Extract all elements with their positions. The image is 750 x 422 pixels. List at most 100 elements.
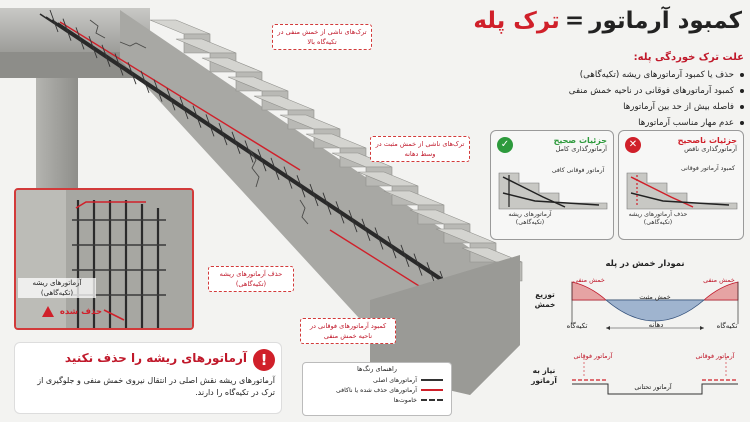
stirrup [296, 175, 306, 198]
legend-label: آرماتورهای حذف شده یا ناکافی [336, 386, 417, 394]
support-right-label: تکیه‌گاه [716, 322, 738, 330]
inset-label: آرماتورهای ریشه (تکیه‌گاهی) [18, 278, 96, 298]
top-rebar-left-label: آرماتور فوقانی [573, 352, 613, 360]
stirrup [153, 79, 163, 102]
stirrup [374, 227, 384, 250]
cause-item: کمبود آرماتورهای فوقانی در ناحیه خمش منف… [482, 83, 744, 99]
deficient-rebar [59, 21, 301, 171]
title-part2: ترک پله [473, 8, 560, 34]
bottom-landing [370, 255, 520, 395]
stirrup [387, 236, 397, 259]
stirrup [114, 53, 124, 76]
stirrup [140, 70, 150, 94]
warning-box: ! آرماتورهای ریشه را حذف نکنید آرماتورها… [14, 342, 282, 414]
cross-icon: ✕ [625, 137, 641, 153]
stirrup [179, 96, 189, 120]
neg-right-label: خمش منفی [703, 276, 735, 284]
top-landing [0, 8, 150, 52]
cause-item: حذف یا کمبود آرماتورهای ریشه (تکیه‌گاهی) [482, 67, 744, 83]
cause-item: عدم مهار مناسب آرماتورها [482, 115, 744, 131]
correct-root-label: آرماتورهای ریشه (تکیه‌گاهی) [508, 211, 552, 226]
warning-heading: آرماتورهای ریشه را حذف نکنید [64, 351, 247, 365]
wrong-detail-box: ✕ جزئیات ناصحیح آرماتورگذاری ناقص کمبود … [618, 130, 744, 240]
warning-body: آرماتورهای ریشه نقش اصلی در انتقال نیروی… [37, 376, 275, 397]
callout-roots-removed: حذف آرماتورهای ریشه (تکیه‌گاهی) [208, 266, 294, 292]
wrong-section [626, 172, 738, 210]
main-rebar [39, 13, 471, 301]
legend-label: خاموت‌ها [393, 396, 417, 404]
stirrup [166, 88, 176, 111]
stirrup [361, 218, 371, 241]
stirrup [205, 114, 215, 137]
stair-tread [149, 19, 211, 35]
legend-title: راهنمای رنگ‌ها [357, 365, 397, 373]
stirrup [400, 244, 410, 268]
top-rebar-right-label: آرماتور فوقانی [695, 352, 735, 360]
stirrup [309, 183, 319, 207]
need-label: نیاز به آرماتور [531, 366, 557, 385]
span-label: دهانه [648, 321, 664, 329]
callout-top-lacking: کمبود آرماتورهای فوقانی در ناحیه خمش منف… [300, 318, 396, 344]
moment-row-label: توزیع خمش [534, 290, 556, 309]
wrong-root-label: حذف آرماتورهای ریشه (تکیه‌گاهی) [628, 211, 688, 226]
correct-section [498, 172, 608, 210]
support-left-label: تکیه‌گاه [566, 322, 588, 330]
correct-sub: آرماتورگذاری کامل [555, 145, 607, 153]
stirrup [127, 62, 137, 85]
crack-lines [89, 19, 309, 225]
stirrup [283, 166, 293, 189]
stirrup [426, 262, 436, 285]
causes-heading: علت ترک خوردگی پله: [633, 52, 744, 63]
legend-label: آرماتورهای اصلی [373, 376, 417, 384]
legend: راهنمای رنگ‌ها آرماتورهای اصلی آرماتورها… [302, 362, 452, 416]
causes-list: علت ترک خوردگی پله: حذف یا کمبود آرماتور… [482, 52, 744, 131]
stirrup [49, 9, 59, 33]
page-title: کمبود آرماتور = ترک پله [452, 8, 742, 42]
title-part1: کمبود آرماتور [589, 8, 742, 34]
inset-detail [14, 188, 194, 330]
stirrup [335, 201, 345, 224]
bottom-rebar-label: آرماتور تحتانی [634, 383, 672, 391]
stirrup [270, 157, 280, 181]
column [36, 78, 78, 198]
pos-label: خمش مثبت [639, 293, 671, 301]
title-equals: = [564, 8, 585, 34]
correct-heading: جزئیات صحیح [553, 136, 607, 145]
stirrup [75, 27, 85, 50]
wrong-sub: آرماتورگذاری ناقص [684, 145, 737, 153]
callout-top-crack: ترک‌های ناشی از خمش منفی در تکیه‌گاه بال… [272, 24, 372, 50]
alert-icon: ! [253, 349, 275, 371]
legend-swatch [421, 379, 443, 381]
stirrup [62, 18, 72, 41]
legend-item: خاموت‌ها [303, 395, 451, 405]
wrong-top-label: کمبود آرماتور فوقانی [681, 165, 735, 172]
legend-item: آرماتورهای اصلی [303, 375, 451, 385]
pos-moment [604, 299, 706, 322]
correct-top-label: آرماتور فوقانی کافی [551, 167, 605, 174]
wrong-heading: جزئیات ناصحیح [677, 136, 737, 145]
rebar-need-diagram [572, 358, 738, 395]
stirrup [244, 140, 254, 163]
warning-icon [41, 306, 54, 317]
stirrup [348, 209, 358, 233]
check-icon: ✓ [497, 137, 513, 153]
stirrup [231, 131, 241, 154]
correct-detail-box: ✓ جزئیات صحیح آرماتورگذاری کامل آرماتور … [490, 130, 614, 240]
legend-swatch [421, 389, 443, 391]
cause-item: فاصله بیش از حد بین آرماتورها [482, 99, 744, 115]
moment-diagram [571, 281, 739, 330]
stirrup [218, 122, 228, 146]
neg-moment-left [571, 281, 608, 301]
stirrup [322, 192, 332, 215]
neg-moment-right [702, 281, 739, 301]
stirrup [413, 253, 423, 276]
stirrup [88, 35, 98, 59]
legend-item: آرماتورهای حذف شده یا ناکافی [303, 385, 451, 395]
main-rebar [51, 19, 483, 307]
stirrup [192, 105, 202, 128]
stirrup [257, 149, 267, 172]
moment-title: نمودار خمش در پله [605, 258, 685, 268]
stirrup [101, 44, 111, 67]
removed-label: حذف شده [59, 306, 102, 317]
